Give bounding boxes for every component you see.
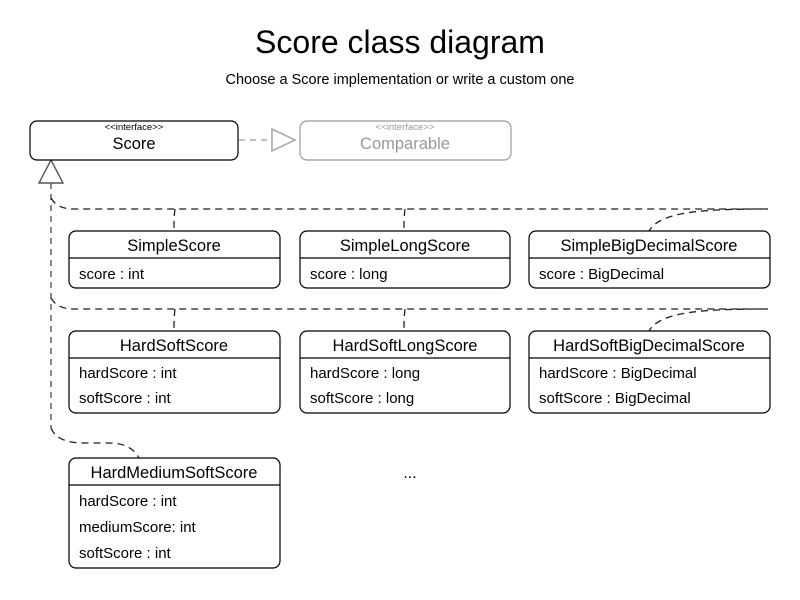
page-subtitle: Choose a Score implementation or write a…	[226, 72, 575, 88]
branch-hardmediumsoft-score	[50, 427, 140, 459]
branch-hardsoft-score	[173, 308, 176, 332]
class-box-simple-long-score[interactable]: SimpleLongScore score : long	[299, 230, 511, 289]
row2-spine	[50, 297, 768, 310]
simple-long-score-box-frame	[299, 230, 511, 289]
simple-long-score-name: SimpleLongScore	[340, 237, 470, 255]
hollow-triangle-arrowhead-icon	[271, 127, 297, 153]
simple-bigdecimal-score-attr-0: score : BigDecimal	[539, 266, 664, 283]
row1-spine	[50, 197, 768, 210]
hardmediumsoft-score-attr-2: softScore : int	[79, 545, 172, 562]
hardsoft-bigdecimal-score-box-frame	[528, 330, 771, 414]
hardsoft-bigdecimal-score-attr-1: softScore : BigDecimal	[539, 390, 691, 407]
simple-score-attr-0: score : int	[79, 266, 145, 283]
hardsoft-score-attr-1: softScore : int	[79, 390, 172, 407]
connector-score-to-comparable	[239, 127, 297, 153]
more-classes-ellipsis: ...	[403, 465, 416, 482]
branch-hardsoft-long-score	[403, 308, 406, 332]
hardmediumsoft-score-name: HardMediumSoftScore	[91, 464, 258, 482]
simple-bigdecimal-score-box-frame	[528, 230, 771, 289]
hardsoft-score-attr-0: hardScore : int	[79, 365, 177, 382]
hardsoft-long-score-name: HardSoftLongScore	[333, 337, 478, 355]
page-title: Score class diagram	[255, 24, 545, 60]
class-box-hardmediumsoft-score[interactable]: HardMediumSoftScore hardScore : int medi…	[68, 457, 281, 569]
simple-bigdecimal-score-name: SimpleBigDecimalScore	[561, 237, 738, 255]
simple-long-score-attr-0: score : long	[310, 266, 388, 283]
class-box-hardsoft-score[interactable]: HardSoftScore hardScore : int softScore …	[68, 330, 281, 414]
branch-simple-bigdecimal-score	[648, 208, 769, 232]
hardsoft-score-box-frame	[68, 330, 281, 414]
score-name: Score	[112, 135, 155, 153]
connector-realization-tree	[37, 158, 769, 459]
class-box-hardsoft-bigdecimal-score[interactable]: HardSoftBigDecimalScore hardScore : BigD…	[528, 330, 771, 414]
hardmediumsoft-score-attr-1: mediumScore: int	[79, 519, 197, 536]
inheritance-triangle-icon	[37, 158, 65, 184]
score-stereotype: <<interface>>	[105, 122, 164, 133]
comparable-box-frame	[299, 120, 512, 161]
class-box-simple-score[interactable]: SimpleScore score : int	[68, 230, 281, 289]
score-box-frame	[29, 120, 239, 161]
branch-simple-score	[173, 208, 176, 232]
hardmediumsoft-score-attr-0: hardScore : int	[79, 493, 177, 510]
simple-score-box-frame	[68, 230, 281, 289]
class-box-score[interactable]: <<interface>> Score	[29, 120, 239, 161]
hardsoft-score-name: HardSoftScore	[120, 337, 228, 355]
hardsoft-long-score-attr-0: hardScore : long	[310, 365, 420, 382]
hardsoft-long-score-box-frame	[299, 330, 511, 414]
comparable-name: Comparable	[360, 135, 450, 153]
hardsoft-long-score-attr-1: softScore : long	[310, 390, 414, 407]
branch-simple-long-score	[403, 208, 406, 232]
comparable-stereotype: <<interface>>	[376, 122, 435, 133]
hardsoft-bigdecimal-score-name: HardSoftBigDecimalScore	[553, 337, 745, 355]
simple-score-name: SimpleScore	[127, 237, 221, 255]
class-box-comparable[interactable]: <<interface>> Comparable	[299, 120, 512, 161]
hardsoft-bigdecimal-score-attr-0: hardScore : BigDecimal	[539, 365, 697, 382]
class-box-hardsoft-long-score[interactable]: HardSoftLongScore hardScore : long softS…	[299, 330, 511, 414]
branch-hardsoft-bigdecimal-score	[648, 308, 769, 332]
class-box-simple-bigdecimal-score[interactable]: SimpleBigDecimalScore score : BigDecimal	[528, 230, 771, 289]
